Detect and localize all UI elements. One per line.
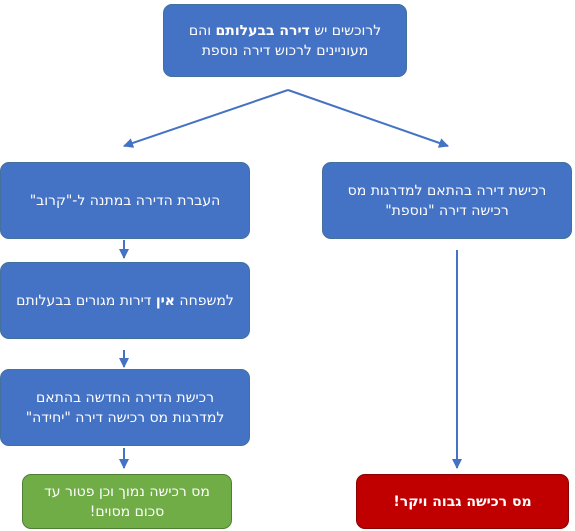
node-left-step2-text-post: דירות מגורים בבעלותם: [16, 292, 156, 309]
node-outcome-low-tax-text: מס רכישה נמוך וכן פטור עד סכום מסוים!: [44, 483, 210, 520]
node-top-text-pre: לרוכשים יש: [309, 22, 382, 39]
node-left-step3-text: רכישת הדירה החדשה בהתאם למדרגות מס רכישה…: [25, 389, 225, 426]
node-left-step2-text: למשפחה אין דירות מגורים בבעלותם: [16, 291, 234, 311]
node-left-step2-text-pre: למשפחה: [174, 292, 234, 309]
node-left-step2: למשפחה אין דירות מגורים בבעלותם: [0, 262, 250, 339]
node-top-text-post: והם מעוניינים לרכוש דירה נוספת: [188, 22, 369, 59]
node-top: לרוכשים יש דירה בבעלותם והם מעוניינים לר…: [163, 4, 407, 77]
arrow-top-to-left: [123, 89, 289, 148]
node-left-step1-text: העברת הדירה במתנה ל-"קרוב": [29, 192, 221, 209]
node-outcome-high-tax-text: מס רכישה גבוה ויקר!: [393, 493, 532, 510]
node-left-step3: רכישת הדירה החדשה בהתאם למדרגות מס רכישה…: [0, 369, 250, 446]
node-left-step2-text-bold: אין: [155, 292, 175, 309]
arrow-top-to-right: [287, 89, 449, 148]
node-left-step1: העברת הדירה במתנה ל-"קרוב": [0, 162, 250, 239]
node-outcome-low-tax: מס רכישה נמוך וכן פטור עד סכום מסוים!: [22, 474, 232, 529]
node-top-text: לרוכשים יש דירה בבעלותם והם מעוניינים לר…: [174, 21, 396, 61]
node-top-text-bold: דירה בבעלותם: [215, 22, 310, 39]
node-right-path-text: רכישת דירה בהתאם למדרגות מס רכישה דירה "…: [347, 182, 547, 219]
node-right-path: רכישת דירה בהתאם למדרגות מס רכישה דירה "…: [322, 162, 572, 239]
node-outcome-high-tax: מס רכישה גבוה ויקר!: [356, 474, 569, 529]
